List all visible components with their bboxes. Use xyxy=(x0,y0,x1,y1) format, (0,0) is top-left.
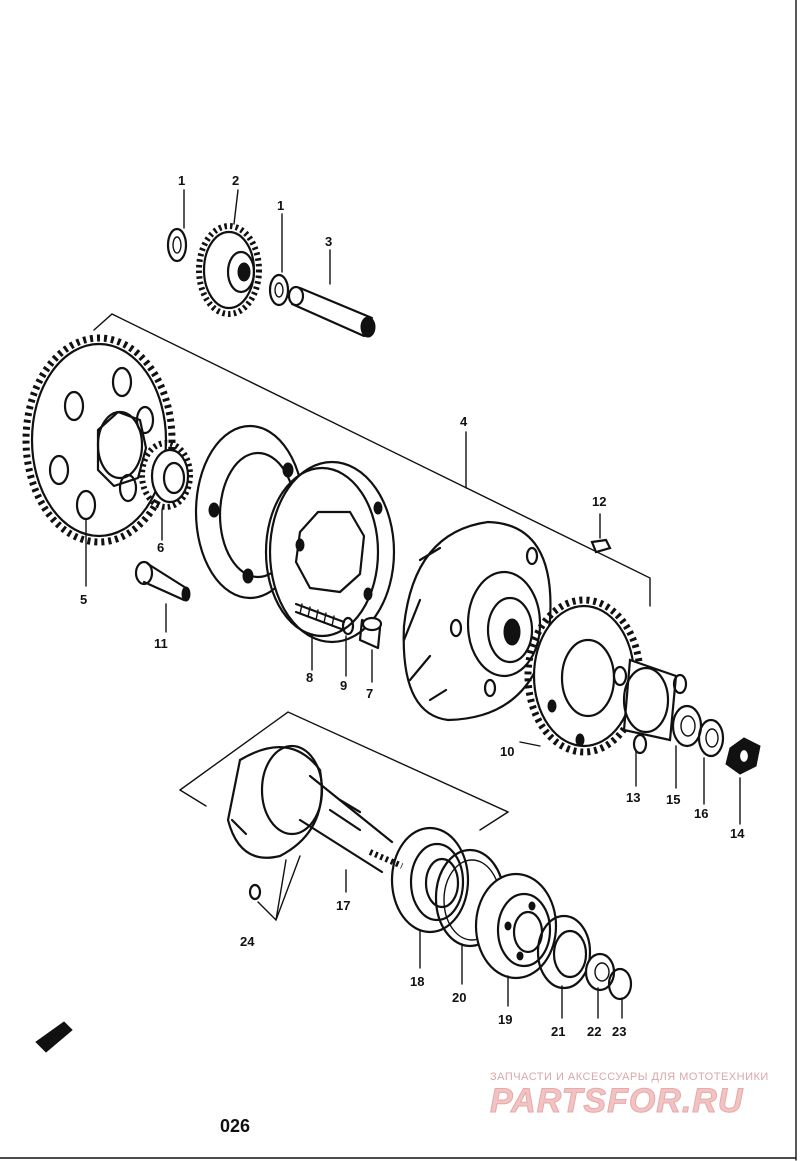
part-14-nut xyxy=(725,737,761,775)
callout-20: 20 xyxy=(452,990,466,1005)
leader-lines xyxy=(85,189,741,1019)
part-clutch-body xyxy=(264,460,396,644)
callout-23: 23 xyxy=(612,1024,626,1039)
callout-12: 12 xyxy=(592,494,606,509)
part-9-plunger xyxy=(341,616,355,636)
part-24-pin xyxy=(248,883,262,901)
callout-1: 1 xyxy=(277,198,284,213)
part-15-washer xyxy=(671,704,703,748)
part-16-washer xyxy=(697,718,725,758)
callout-13: 13 xyxy=(626,790,640,805)
callout-17: 17 xyxy=(336,898,350,913)
callout-14: 14 xyxy=(730,826,745,841)
callout-3: 3 xyxy=(325,234,332,249)
part-11-bolt xyxy=(134,560,191,602)
callout-18: 18 xyxy=(410,974,424,989)
callout-5: 5 xyxy=(80,592,87,607)
callout-2: 2 xyxy=(232,173,239,188)
part-6-needle-bearing xyxy=(139,440,193,510)
part-5-large-gear xyxy=(22,334,176,546)
part-clutch-housing xyxy=(402,520,552,722)
callout-9: 9 xyxy=(340,678,347,693)
assembly-17-bracket xyxy=(179,711,510,831)
part-21-seal xyxy=(536,914,592,990)
part-7-roller xyxy=(358,616,383,650)
callout-15: 15 xyxy=(666,792,680,807)
part-2-idler-gear xyxy=(166,223,290,317)
watermark: ЗАПЧАСТИ И АКСЕССУАРЫ ДЛЯ МОТОТЕХНИКИ PA… xyxy=(490,1071,769,1121)
watermark-logo: PARTSFOR.RU xyxy=(490,1082,744,1120)
callout-24: 24 xyxy=(240,934,255,949)
part-18-seal xyxy=(390,826,470,934)
callout-11: 11 xyxy=(154,636,168,651)
callout-10: 10 xyxy=(500,744,514,759)
part-3-shaft xyxy=(287,285,376,338)
front-arrow-icon xyxy=(35,1021,73,1053)
page-code: 026 xyxy=(220,1116,250,1136)
callout-7: 7 xyxy=(366,686,373,701)
callout-16: 16 xyxy=(694,806,708,821)
callout-1: 1 xyxy=(178,173,185,188)
part-19-bearing xyxy=(474,872,558,980)
callout-22: 22 xyxy=(587,1024,601,1039)
part-13-hub xyxy=(612,658,688,755)
assembly-4-bracket xyxy=(93,313,651,607)
callout-6: 6 xyxy=(157,540,164,555)
part-8-spring xyxy=(294,602,346,632)
callouts: 1 2 1 3 4 5 6 11 8 9 7 12 10 13 15 16 14… xyxy=(80,173,745,1039)
callout-4: 4 xyxy=(460,414,468,429)
callout-19: 19 xyxy=(498,1012,512,1027)
part-23-circlip xyxy=(607,967,633,1001)
callout-8: 8 xyxy=(306,670,313,685)
callout-21: 21 xyxy=(551,1024,565,1039)
part-17-shaft xyxy=(226,744,404,874)
part-12-key xyxy=(590,538,612,554)
watermark-tagline: ЗАПЧАСТИ И АКСЕССУАРЫ ДЛЯ МОТОТЕХНИКИ xyxy=(490,1071,769,1083)
